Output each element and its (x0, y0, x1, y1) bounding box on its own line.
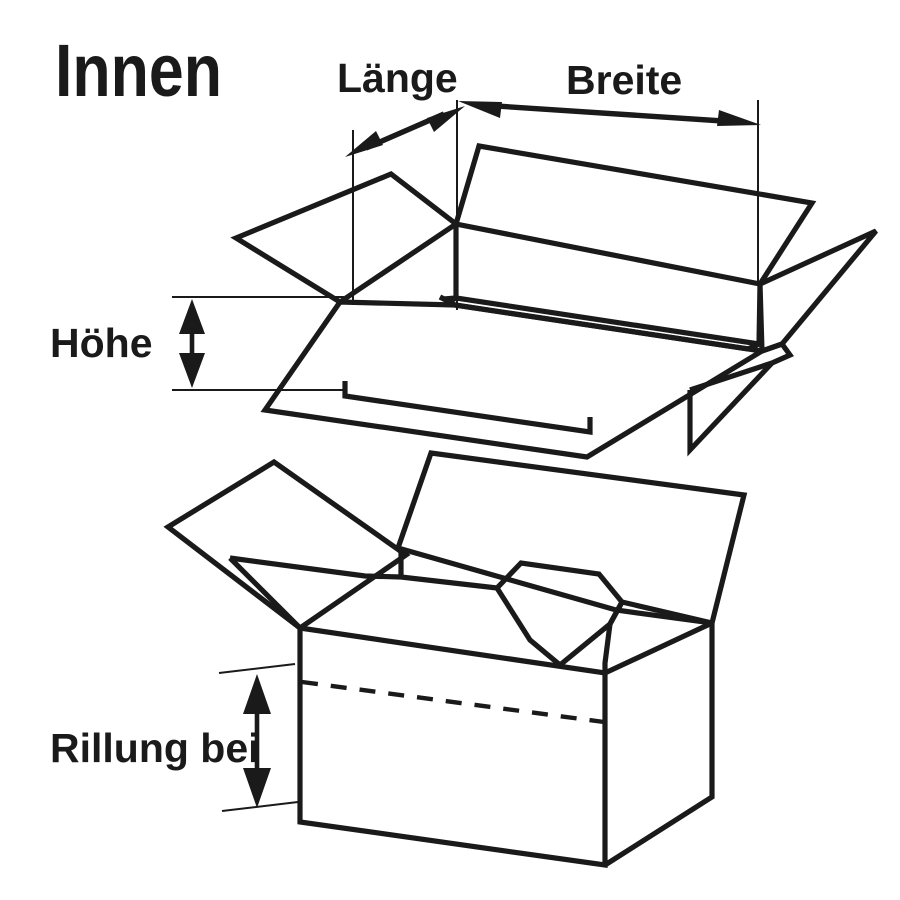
dimension-label-breite: Breite (566, 57, 682, 103)
dimension-hoehe: Höhe (50, 296, 346, 391)
upright-body-right-face (603, 623, 715, 868)
arrow-head-hoehe-up-icon (179, 299, 205, 334)
arrow-head-hoehe-down-icon (179, 353, 205, 388)
dimension-label-laenge: Länge (337, 55, 458, 101)
upright-flap-rear (394, 450, 748, 626)
dimension-rillung: Rillung bei (50, 663, 299, 812)
upright-body-front-face (297, 628, 608, 868)
upright-top-rim-front (299, 620, 714, 676)
crease-dashed-line (301, 679, 605, 725)
arrow-head-rillung-down-icon (243, 768, 271, 808)
upright-carton: Rillung bei (50, 450, 748, 868)
flap-side-right-fold (761, 340, 794, 366)
arrow-head-laenge-right-icon (427, 106, 465, 132)
upright-flap-corner-notch (602, 623, 613, 673)
upright-flap-left-outer (163, 458, 411, 632)
extension-line-rillung-top (218, 663, 296, 674)
arrow-head-laenge-left-icon (345, 131, 383, 157)
arrow-head-rillung-up-icon (243, 674, 271, 714)
open-carton-flat: Länge Breite Höhe (50, 55, 878, 460)
flap-rear-top (452, 143, 817, 287)
flap-side-right-upper (757, 228, 878, 355)
extension-line-rillung-bottom (221, 801, 299, 812)
upright-inner-flap-right-edge (621, 599, 713, 626)
dimension-laenge: Länge (337, 55, 465, 157)
carton-right-front-wall (687, 361, 774, 457)
dimension-label-rillung: Rillung bei (50, 725, 260, 771)
upright-inner-flap-left-top (229, 555, 402, 580)
upright-inner-flap-right-crease (494, 586, 562, 667)
arrow-head-breite-right-icon (717, 110, 761, 126)
arrow-head-breite-left-icon (458, 101, 502, 118)
dimension-breite: Breite (458, 57, 761, 126)
carton-right-front-top (689, 360, 773, 393)
dimension-label-hoehe: Höhe (50, 320, 153, 366)
upright-inner-flap-left-edge (228, 556, 302, 630)
flap-front-lip (342, 381, 593, 436)
flap-front-large (260, 299, 770, 460)
dimension-line-breite (480, 102, 739, 125)
flap-rear-left (230, 171, 461, 306)
page-title: Innen (55, 29, 222, 112)
